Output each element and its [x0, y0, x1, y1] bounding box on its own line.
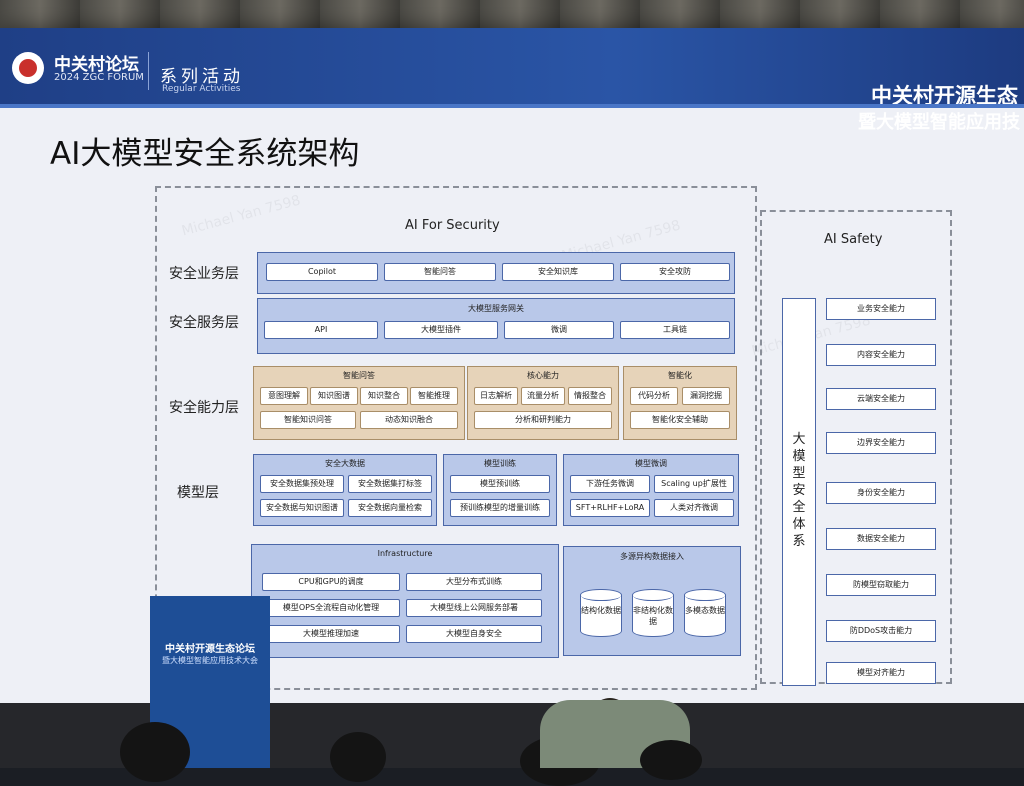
- business-layer-panel: Copilot 智能问答 安全知识库 安全攻防: [257, 252, 735, 294]
- unstructured-data-cylinder: 非结构化数据: [632, 589, 674, 637]
- service-item: 大模型插件: [384, 321, 498, 339]
- model-training-title: 模型训练: [484, 459, 516, 468]
- service-item: 工具链: [620, 321, 730, 339]
- model-bigdata-panel: 安全大数据 安全数据集预处理 安全数据集打标签 安全数据与知识图谱 安全数据向量…: [253, 454, 437, 526]
- ai-for-security-frame: AI For Security 安全业务层 安全服务层 安全能力层 模型层 Co…: [155, 186, 757, 690]
- capability-item: 流量分析: [521, 387, 565, 405]
- capability-qa-panel: 智能问答 意图理解 知识图谱 知识整合 智能推理 智能知识问答 动态知识融合: [253, 366, 465, 440]
- capability-item: 知识图谱: [310, 387, 358, 405]
- ai-safety-header: AI Safety: [824, 232, 883, 247]
- model-item: 预训练模型的增量训练: [450, 499, 550, 517]
- capability-core-panel: 核心能力 日志解析 流量分析 情报整合 分析和研判能力: [467, 366, 619, 440]
- safety-item: 防DDoS攻击能力: [826, 620, 936, 642]
- model-item: 下游任务微调: [570, 475, 650, 493]
- capability-intel-panel: 智能化 代码分析 漏洞挖掘 智能化安全辅助: [623, 366, 737, 440]
- zgc-logo: [12, 52, 44, 84]
- capability-item: 漏洞挖掘: [682, 387, 730, 405]
- capability-qa-title: 智能问答: [343, 371, 375, 380]
- structured-data-cylinder: 结构化数据: [580, 589, 622, 637]
- capability-item: 知识整合: [360, 387, 408, 405]
- business-item: 安全知识库: [502, 263, 614, 281]
- banner: 中关村论坛 2024 ZGC FORUM 系列活动 Regular Activi…: [0, 28, 1024, 133]
- business-item: 智能问答: [384, 263, 496, 281]
- infra-item: 大模型推理加速: [262, 625, 400, 643]
- infra-item: CPU和GPU的调度: [262, 573, 400, 591]
- service-gateway-title: 大模型服务网关: [468, 304, 524, 313]
- podium-subtitle: 暨大模型智能应用技术大会: [162, 656, 258, 665]
- multisource-panel: 多源异构数据接入 结构化数据 非结构化数据 多模态数据: [563, 546, 741, 656]
- ai-safety-frame: AI Safety 大模型安全体系 业务安全能力 内容安全能力 云端安全能力 边…: [760, 210, 952, 686]
- cylinder-label: 非结构化数据: [633, 606, 673, 626]
- capability-item: 意图理解: [260, 387, 308, 405]
- capability-item: 智能知识问答: [260, 411, 356, 429]
- model-item: 安全数据与知识图谱: [260, 499, 344, 517]
- model-item: SFT+RLHF+LoRA: [570, 499, 650, 517]
- layer-label-business: 安全业务层: [169, 266, 239, 282]
- capability-item: 情报整合: [568, 387, 612, 405]
- podium-title: 中关村开源生态论坛: [165, 644, 255, 655]
- capability-item: 智能化安全辅助: [630, 411, 730, 429]
- ai-for-security-header: AI For Security: [405, 218, 500, 233]
- forum-name: 中关村论坛: [54, 55, 139, 75]
- series-label: 系列活动: [160, 67, 244, 87]
- infra-item: 模型OPS全流程自动化管理: [262, 599, 400, 617]
- model-item: 安全数据集打标签: [348, 475, 432, 493]
- model-bigdata-title: 安全大数据: [325, 459, 365, 468]
- slide-title: AI大模型安全系统架构: [50, 136, 360, 172]
- safety-item: 数据安全能力: [826, 528, 936, 550]
- capability-item: 代码分析: [630, 387, 678, 405]
- safety-item: 防模型窃取能力: [826, 574, 936, 596]
- model-item: 模型预训练: [450, 475, 550, 493]
- model-item: 安全数据集预处理: [260, 475, 344, 493]
- model-training-panel: 模型训练 模型预训练 预训练模型的增量训练: [443, 454, 557, 526]
- capability-item: 日志解析: [474, 387, 518, 405]
- safety-item: 身份安全能力: [826, 482, 936, 504]
- layer-label-service: 安全服务层: [169, 315, 239, 331]
- model-finetune-title: 模型微调: [635, 459, 667, 468]
- service-item: API: [264, 321, 378, 339]
- capability-item: 分析和研判能力: [474, 411, 612, 429]
- capability-core-title: 核心能力: [527, 371, 559, 380]
- infra-item: 大模型自身安全: [406, 625, 542, 643]
- audience-head: [120, 722, 190, 782]
- safety-system-label: 大模型安全体系: [792, 432, 806, 549]
- multisource-title: 多源异构数据接入: [620, 552, 684, 561]
- event-title-line-2: 暨大模型智能应用技: [858, 112, 1020, 133]
- layer-label-capability: 安全能力层: [169, 400, 239, 416]
- safety-item: 业务安全能力: [826, 298, 936, 320]
- safety-item: 云端安全能力: [826, 388, 936, 410]
- service-layer-panel: 大模型服务网关 API 大模型插件 微调 工具链: [257, 298, 735, 354]
- series-label-en: Regular Activities: [162, 84, 241, 94]
- safety-system-box: 大模型安全体系: [782, 298, 816, 686]
- banner-stripe: [0, 104, 1024, 108]
- forum-subtitle: 2024 ZGC FORUM: [54, 72, 144, 83]
- layer-label-model: 模型层: [177, 485, 219, 501]
- infrastructure-panel: Infrastructure CPU和GPU的调度 大型分布式训练 模型OPS全…: [251, 544, 559, 658]
- projection-screen: 中关村论坛 2024 ZGC FORUM 系列活动 Regular Activi…: [0, 28, 1024, 703]
- safety-item: 模型对齐能力: [826, 662, 936, 684]
- infrastructure-title: Infrastructure: [377, 549, 433, 558]
- capability-intel-title: 智能化: [668, 371, 692, 380]
- capability-item: 智能推理: [410, 387, 458, 405]
- model-finetune-panel: 模型微调 下游任务微调 Scaling up扩展性 SFT+RLHF+LoRA …: [563, 454, 739, 526]
- business-item: Copilot: [266, 263, 378, 281]
- multimodal-data-cylinder: 多模态数据: [684, 589, 726, 637]
- cylinder-label: 多模态数据: [685, 606, 725, 615]
- model-item: Scaling up扩展性: [654, 475, 734, 493]
- capability-item: 动态知识融合: [360, 411, 458, 429]
- business-item: 安全攻防: [620, 263, 730, 281]
- audience-head: [640, 740, 702, 780]
- model-item: 安全数据向量检索: [348, 499, 432, 517]
- service-item: 微调: [504, 321, 614, 339]
- safety-item: 边界安全能力: [826, 432, 936, 454]
- model-item: 人类对齐微调: [654, 499, 734, 517]
- audience-head: [330, 732, 386, 782]
- cylinder-label: 结构化数据: [581, 606, 621, 615]
- banner-divider: [148, 52, 149, 90]
- safety-item: 内容安全能力: [826, 344, 936, 366]
- infra-item: 大型分布式训练: [406, 573, 542, 591]
- infra-item: 大模型线上公网服务部署: [406, 599, 542, 617]
